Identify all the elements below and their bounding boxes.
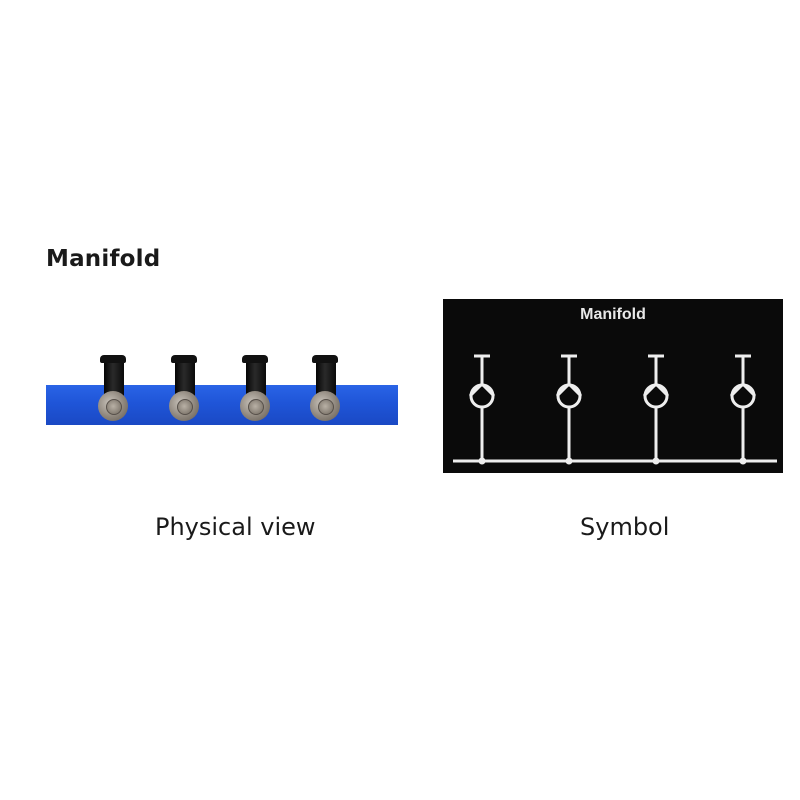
manifold-photo [46,355,398,430]
page-heading: Manifold [46,246,161,272]
physical-view-caption: Physical view [155,513,316,541]
symbol-title: Manifold [580,306,646,323]
check-valve-branch-3 [642,354,670,461]
manifold-symbol-icon [453,354,777,465]
check-valve-branch-2 [555,354,583,461]
symbol-caption: Symbol [580,513,670,541]
check-valve-branch-1 [468,354,496,461]
check-valve-branch-4 [729,354,757,461]
manifold-symbol-diagram: Manifold [443,299,783,473]
